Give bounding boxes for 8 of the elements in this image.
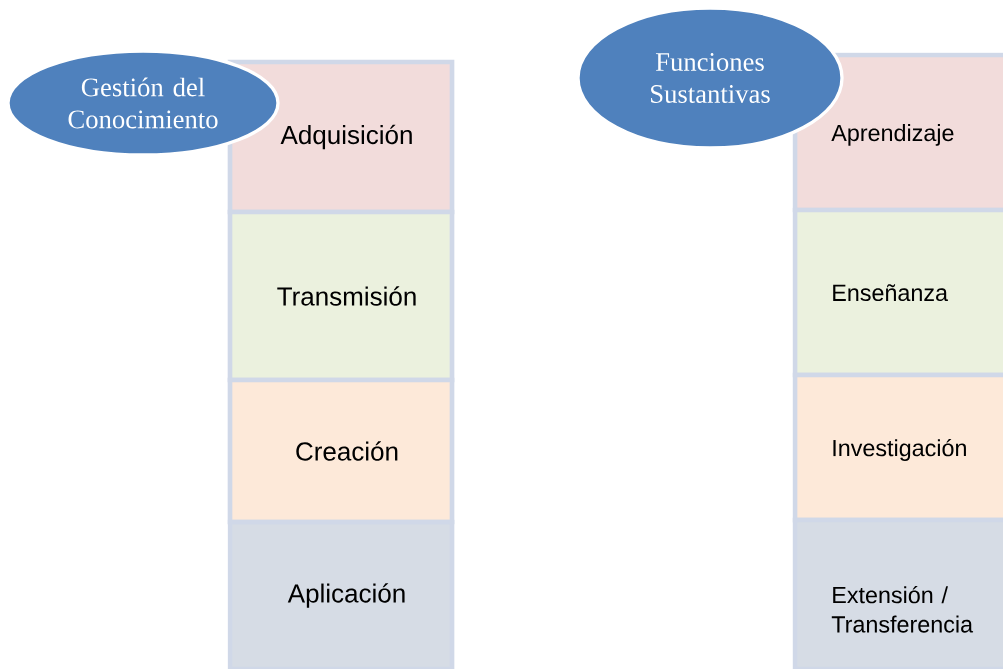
stage-box: Extensión / Transferencia: [792, 517, 1003, 669]
stage-box: Enseñanza: [792, 207, 1003, 378]
stage-box: Aplicación: [227, 519, 455, 669]
stage-box: Investigación: [792, 372, 1003, 523]
stage-box: Aprendizaje: [792, 52, 1003, 213]
stage-box: Adquisición: [227, 59, 455, 215]
stage-box: Creación: [227, 377, 455, 525]
stage-box: Transmisión: [227, 209, 455, 383]
